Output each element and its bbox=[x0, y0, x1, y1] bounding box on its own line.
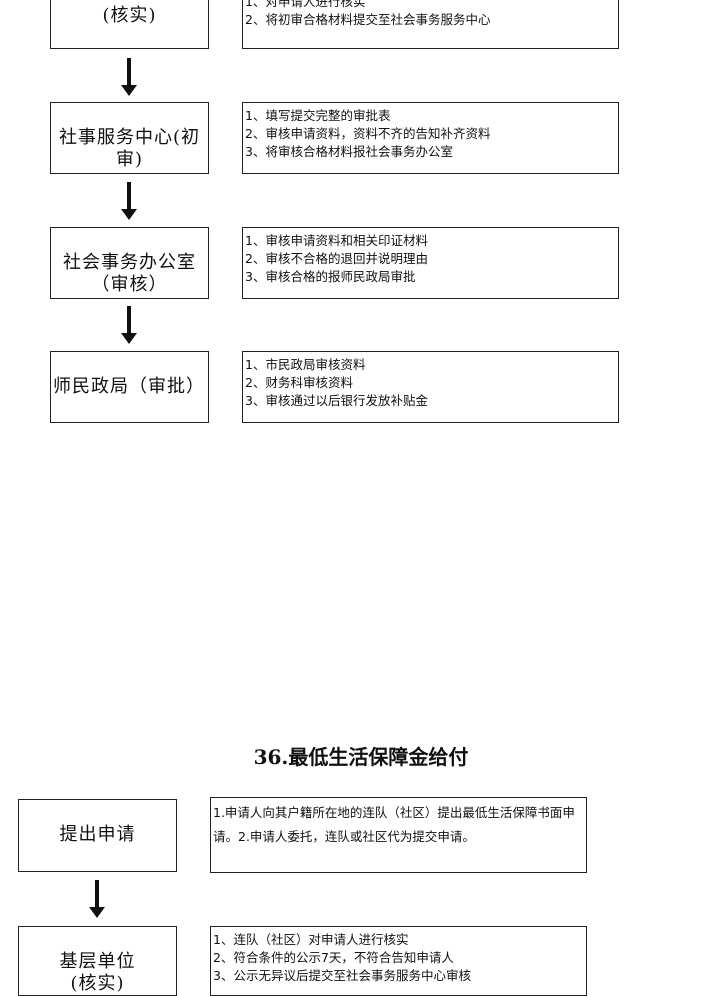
detail-box-grassroots-unit: 1、连队（社区）对申请人进行核实 2、符合条件的公示7天，不符合告知申请人 3、… bbox=[210, 926, 587, 996]
detail-line: 3、将审核合格材料报社会事务办公室 bbox=[245, 144, 453, 159]
detail-line: 1、填写提交完整的审批表 bbox=[245, 108, 391, 123]
detail-line: 3、公示无异议后提交至社会事务服务中心审核 bbox=[213, 968, 471, 983]
detail-line: 2、审核申请资料，资料不齐的告知补齐资料 bbox=[245, 126, 491, 141]
detail-box-affairs-office: 1、审核申请资料和相关印证材料 2、审核不合格的退回并说明理由 3、审核合格的报… bbox=[242, 227, 619, 299]
stage-label: (核实) bbox=[102, 5, 157, 26]
detail-box-civil-affairs-bureau: 1、市民政局审核资料 2、财务科审核资料 3、审核通过以后银行发放补贴金 bbox=[242, 351, 619, 423]
down-arrow-icon bbox=[89, 880, 105, 918]
stage-box-grassroots-unit: 基层单位 (核实) bbox=[18, 926, 177, 996]
stage-label: 师民政局（审批） bbox=[53, 376, 205, 397]
stage-box-verify-top: (核实) bbox=[50, 0, 209, 49]
detail-box-submit-application: 1.申请人向其户籍所在地的连队（社区）提出最低生活保障书面申请。2.申请人委托，… bbox=[210, 797, 587, 873]
detail-line: 1、审核申请资料和相关印证材料 bbox=[245, 233, 428, 248]
stage-label: 基层单位 (核实) bbox=[59, 951, 136, 994]
stage-box-affairs-office: 社会事务办公室 （审核） bbox=[50, 227, 209, 299]
detail-line: 3、审核通过以后银行发放补贴金 bbox=[245, 393, 428, 408]
section-title: 36.最低生活保障金给付 bbox=[253, 745, 469, 769]
detail-line: 1、连队（社区）对申请人进行核实 bbox=[213, 932, 409, 947]
stage-label: 社会事务办公室 （审核） bbox=[63, 252, 196, 295]
detail-line: 2、将初审合格材料提交至社会事务服务中心 bbox=[245, 12, 491, 27]
detail-line: 2、审核不合格的退回并说明理由 bbox=[245, 251, 428, 266]
down-arrow-icon bbox=[121, 182, 137, 220]
stage-label: 社事服务中心(初 审) bbox=[58, 127, 201, 170]
detail-line: 1、市民政局审核资料 bbox=[245, 357, 366, 372]
detail-line: 1、对申请人进行核实 bbox=[245, 0, 366, 9]
detail-line: 2、符合条件的公示7天，不符合告知申请人 bbox=[213, 950, 454, 965]
stage-box-submit-application: 提出申请 bbox=[18, 799, 177, 872]
detail-box-service-center: 1、填写提交完整的审批表 2、审核申请资料，资料不齐的告知补齐资料 3、将审核合… bbox=[242, 102, 619, 174]
detail-text: 1.申请人向其户籍所在地的连队（社区）提出最低生活保障书面申请。2.申请人委托，… bbox=[213, 805, 575, 844]
down-arrow-icon bbox=[121, 306, 137, 344]
stage-box-service-center: 社事服务中心(初 审) bbox=[50, 102, 209, 174]
detail-box-verify-top: 1、对申请人进行核实 2、将初审合格材料提交至社会事务服务中心 bbox=[242, 0, 619, 49]
stage-label: 提出申请 bbox=[59, 824, 136, 845]
detail-line: 3、审核合格的报师民政局审批 bbox=[245, 269, 416, 284]
down-arrow-icon bbox=[121, 58, 137, 96]
detail-line: 2、财务科审核资料 bbox=[245, 375, 353, 390]
stage-box-civil-affairs-bureau: 师民政局（审批） bbox=[50, 351, 209, 423]
